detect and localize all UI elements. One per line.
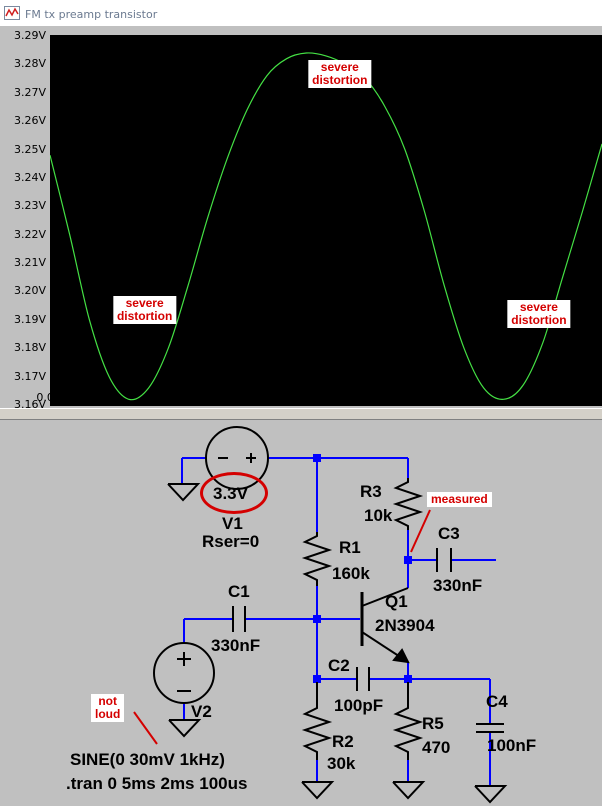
measured-callout: measured [427, 492, 492, 507]
y-tick-label: 3.23V [13, 199, 46, 213]
v1-value[interactable]: 3.3V [213, 484, 248, 503]
y-tick-label: 3.19V [13, 312, 46, 326]
v2-source[interactable]: SINE(0 30mV 1kHz) [70, 750, 225, 769]
r2-name[interactable]: R2 [332, 732, 354, 751]
c2-name[interactable]: C2 [328, 656, 350, 675]
window-title: FM tx preamp transistor [25, 8, 158, 21]
annotation-pointers [133, 509, 431, 745]
c4-value[interactable]: 100nF [487, 736, 537, 755]
not-loud-pointer [133, 711, 158, 745]
components [153, 426, 508, 804]
q1-name[interactable]: Q1 [385, 592, 408, 611]
waveform-chart [49, 52, 602, 401]
c1-name[interactable]: C1 [228, 582, 250, 601]
plot-area[interactable]: severe distortion severe distortion severe… [49, 35, 602, 406]
junction-top-rail [313, 454, 321, 462]
c2-value[interactable]: 100pF [334, 696, 384, 715]
junction-collector [404, 556, 412, 564]
not-loud-callout: not loud [91, 694, 125, 722]
ground-c4 [474, 785, 508, 804]
schematic-pane[interactable]: 3.3V V1 Rser=0 R3 10k R1 160k C3 330nF C… [0, 420, 602, 806]
ground-v2 [168, 719, 202, 738]
y-tick-label: 3.27V [13, 85, 46, 99]
v1-value-highlight [200, 472, 268, 514]
distortion-callout: severe distortion [507, 300, 571, 329]
waveform-icon [4, 6, 20, 20]
c3-name[interactable]: C3 [438, 524, 460, 543]
y-tick-label: 3.22V [13, 227, 46, 241]
wires [181, 457, 496, 786]
ground-r2 [301, 781, 335, 800]
r2-value[interactable]: 30k [327, 754, 356, 773]
r1-value[interactable]: 160k [332, 564, 370, 583]
r2-symbol [301, 704, 333, 760]
r5-symbol [392, 704, 424, 760]
schematic-drawing [133, 426, 508, 804]
y-tick-label: 3.25V [13, 142, 46, 156]
r1-name[interactable]: R1 [339, 538, 361, 557]
y-tick-label: 3.16V [13, 398, 46, 411]
pane-divider[interactable] [0, 408, 602, 420]
y-tick-label: 3.29V [13, 29, 46, 42]
v2-symbol [153, 642, 215, 704]
r3-value[interactable]: 10k [364, 506, 393, 525]
y-tick-label: 3.18V [13, 341, 46, 355]
junctions [313, 454, 412, 683]
y-tick-label: 3.20V [13, 284, 46, 298]
y-tick-label: 3.21V [13, 256, 46, 270]
y-tick-label: 3.26V [13, 114, 46, 128]
measured-pointer [410, 509, 431, 553]
c1-value[interactable]: 330nF [211, 636, 261, 655]
junction-emitter [404, 675, 412, 683]
v1-name[interactable]: V1 [222, 514, 243, 533]
junction-r2-c2 [313, 675, 321, 683]
distortion-callout: severe distortion [308, 60, 372, 89]
c3-value[interactable]: 330nF [433, 576, 483, 595]
y-tick-label: 3.24V [13, 170, 46, 184]
junction-base [313, 615, 321, 623]
window-titlebar: FM tx preamp transistor [0, 0, 602, 27]
v2-name[interactable]: V2 [191, 702, 212, 721]
y-tick-label: 3.28V [13, 57, 46, 71]
q1-model[interactable]: 2N3904 [375, 616, 435, 635]
r5-name[interactable]: R5 [422, 714, 444, 733]
r3-name[interactable]: R3 [360, 482, 382, 501]
ground-r5 [392, 781, 426, 800]
y-tick-label: 3.17V [13, 369, 46, 383]
waveform-trace[interactable] [49, 52, 602, 401]
r5-value[interactable]: 470 [422, 738, 451, 757]
tran-directive[interactable]: .tran 0 5ms 2ms 100us [66, 774, 248, 793]
r1-symbol [301, 532, 333, 586]
c4-name[interactable]: C4 [486, 692, 508, 711]
ground-v1 [167, 483, 201, 502]
distortion-callout: severe distortion [112, 295, 177, 324]
v1-rser[interactable]: Rser=0 [202, 532, 260, 551]
r3-symbol [392, 478, 424, 530]
waveform-plot-pane[interactable]: 3.29V 3.28V 3.27V 3.26V 3.25V 3.24V 3.23V 3.22V… [0, 26, 602, 411]
